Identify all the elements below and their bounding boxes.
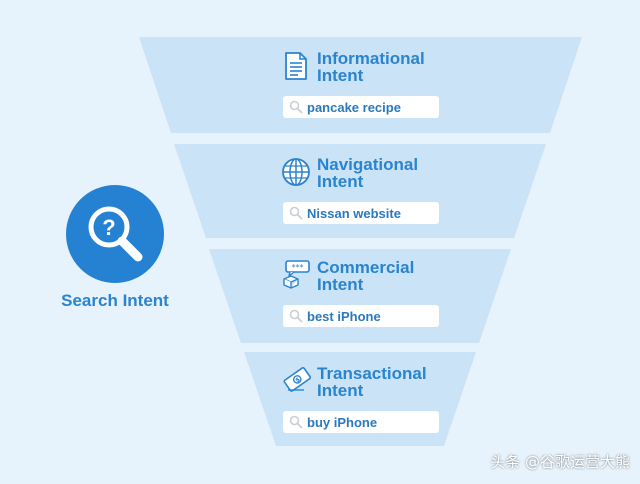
search-box-transactional: buy iPhone (283, 411, 439, 433)
search-box-commercial: best iPhone (283, 305, 439, 327)
search-query: buy iPhone (307, 414, 378, 430)
search-intent-label: Search Intent (61, 291, 169, 310)
funnel-band-informational (139, 37, 582, 133)
band-title-line-2: Intent (317, 66, 364, 85)
magnifier-icon (289, 100, 303, 114)
band-title-line-1: Transactional (317, 364, 427, 383)
globe-icon (282, 158, 310, 186)
search-query: best iPhone (307, 308, 381, 324)
document-icon (285, 52, 307, 80)
band-title-line-1: Navigational (317, 155, 419, 174)
search-question-icon: ? (88, 206, 143, 262)
band-title-transactional: Transactional Intent (317, 365, 427, 399)
band-title-line-2: Intent (317, 172, 364, 191)
search-query: pancake recipe (307, 99, 401, 115)
magnifier-icon (289, 415, 303, 429)
search-query: Nissan website (307, 205, 401, 221)
svg-text:?: ? (102, 215, 115, 240)
band-title-line-2: Intent (317, 381, 364, 400)
search-intent-circle: ? (66, 185, 164, 283)
magnifier-icon (289, 309, 303, 323)
search-box-navigational: Nissan website (283, 202, 439, 224)
band-title-informational: Informational Intent (317, 50, 425, 84)
band-title-commercial: Commercial Intent (317, 259, 414, 293)
band-title-line-2: Intent (317, 275, 364, 294)
svg-text:$: $ (294, 376, 301, 384)
watermark: 头条 @谷歌运营大熊 (490, 453, 630, 471)
band-title-line-1: Informational (317, 49, 425, 68)
search-box-informational: pancake recipe (283, 96, 439, 118)
svg-text:***: *** (292, 263, 304, 272)
funnel-band-navigational (174, 144, 546, 238)
money-icon: $ (283, 366, 312, 392)
review-box-icon: *** (283, 260, 310, 289)
magnifier-icon (289, 206, 303, 220)
band-title-line-1: Commercial (317, 258, 415, 277)
band-title-navigational: Navigational Intent (317, 156, 418, 190)
